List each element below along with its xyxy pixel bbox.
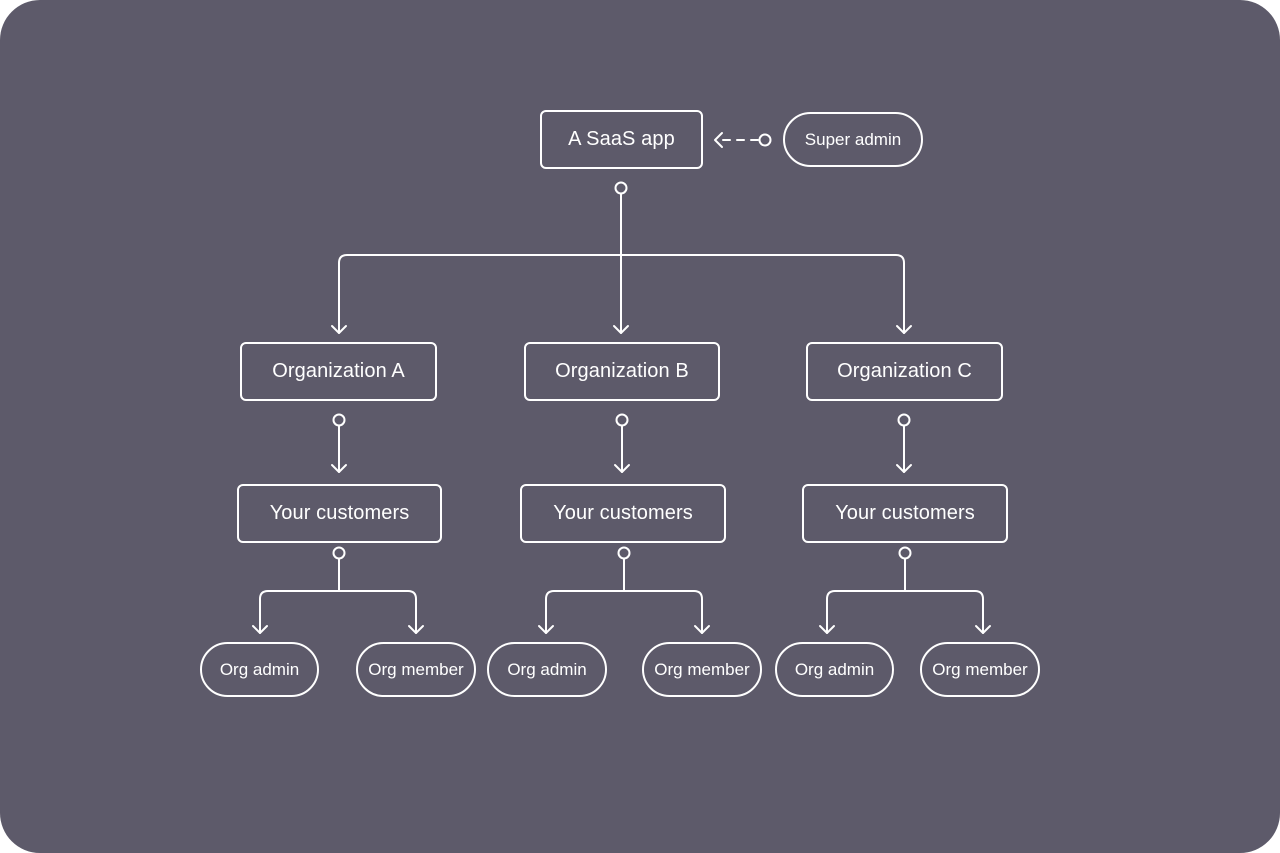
root-node: A SaaS app xyxy=(540,110,703,169)
organization-a-node: Organization A xyxy=(240,342,437,401)
customers-c-node: Your customers xyxy=(802,484,1008,543)
organization-b-node: Organization B xyxy=(524,342,720,401)
org-a-member-node: Org member xyxy=(356,642,476,697)
super-admin-node: Super admin xyxy=(783,112,923,167)
org-c-member-node: Org member xyxy=(920,642,1040,697)
org-to-customers-connectors xyxy=(331,413,912,473)
customers-b-node: Your customers xyxy=(520,484,726,543)
org-a-admin-node: Org admin xyxy=(200,642,319,697)
root-to-org-connectors xyxy=(331,181,912,334)
super-admin-link xyxy=(714,132,772,148)
org-c-admin-node: Org admin xyxy=(775,642,894,697)
organization-c-node: Organization C xyxy=(806,342,1003,401)
org-b-member-node: Org member xyxy=(642,642,762,697)
customers-to-roles-connectors xyxy=(252,546,991,634)
org-b-admin-node: Org admin xyxy=(487,642,607,697)
customers-a-node: Your customers xyxy=(237,484,442,543)
